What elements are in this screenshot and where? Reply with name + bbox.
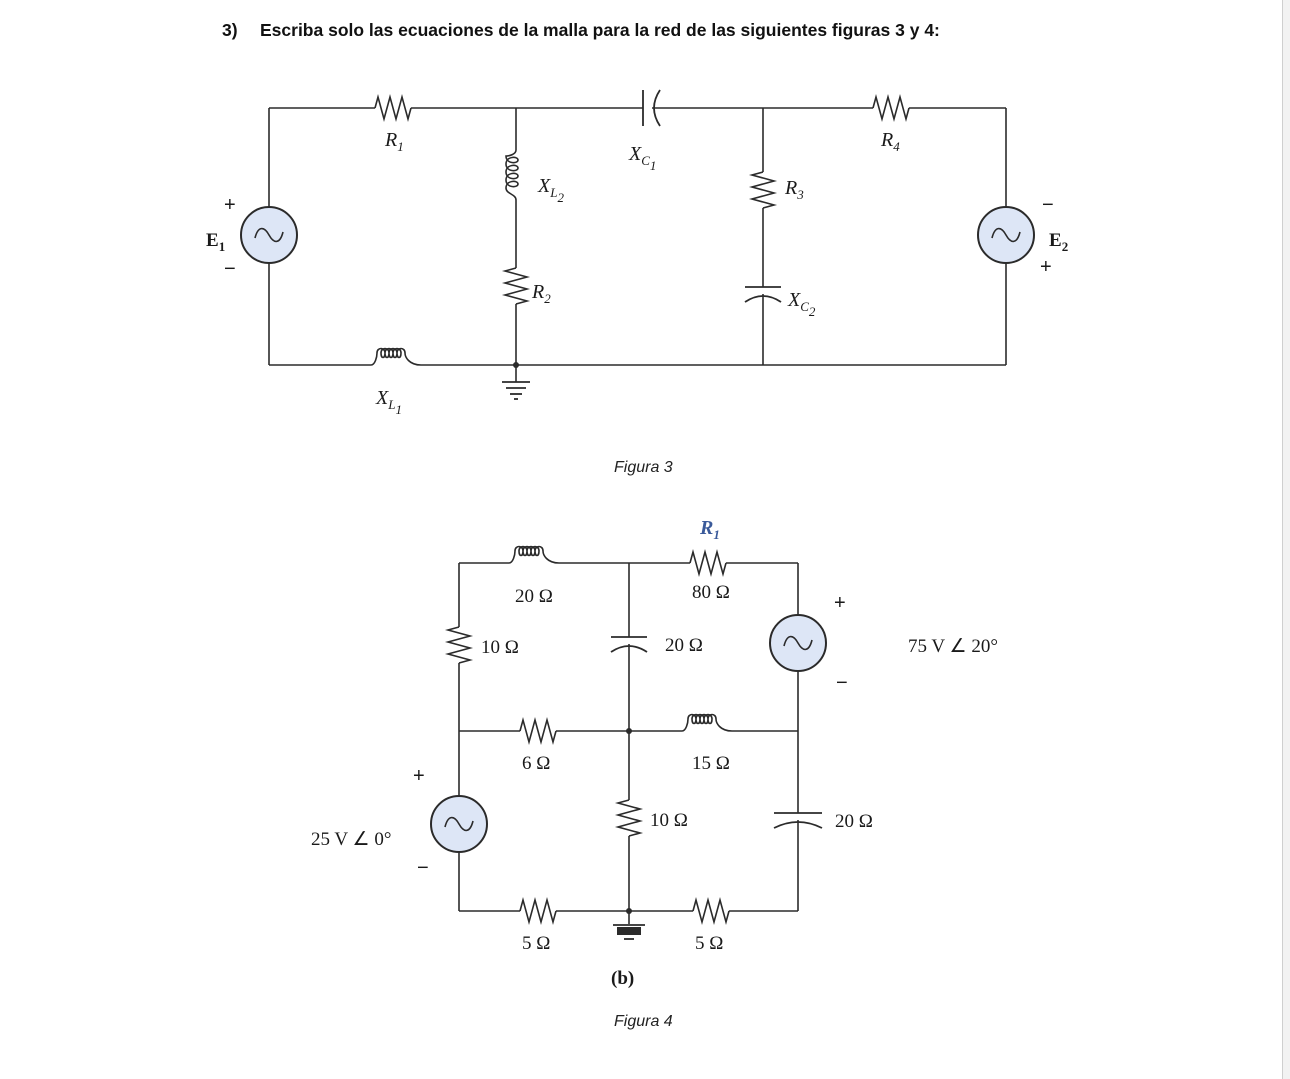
question-text: Escriba solo las ecuaciones de la malla … [260,20,940,40]
fig4-l-top-label: 20 Ω [515,586,553,607]
fig3-r2-label: R2 [531,281,551,306]
fig4-ground-icon [613,924,645,940]
fig4-src-right-label: 75 V ∠ 20° [908,636,998,657]
fig3-e1-plus: + [224,194,236,216]
fig4-10ohm-resistor-center [617,799,641,837]
fig4-6ohm-resistor [519,719,557,743]
fig3-xl1-inductor [370,347,422,366]
fig4-r-top-label: 80 Ω [692,582,730,603]
fig3-r3-label: R3 [784,177,804,202]
fig3-e2-minus: − [1042,194,1054,216]
fig4-r-center-label: 10 Ω [650,810,688,831]
fig3-xc1-label: XC1 [628,143,656,173]
fig3-node [513,362,519,368]
fig3-r4-label: R4 [880,129,900,154]
figure-4-caption: Figura 4 [614,1013,673,1030]
fig3-e2-label: E2 [1049,230,1068,254]
fig3-xl1-label: XL1 [375,387,402,417]
fig3-ground-icon [502,381,530,400]
fig4-l-mid-label: 15 Ω [692,753,730,774]
sine-icon [783,635,813,651]
fig4-c-right-label: 20 Ω [835,811,873,832]
fig3-r4-resistor [872,96,910,120]
fig3-r1-resistor [374,96,412,120]
question-heading: 3) Escriba solo las ecuaciones de la mall… [222,20,940,41]
fig4-left-minus: − [417,857,429,879]
fig4-src-left-label: 25 V ∠ 0° [311,829,391,850]
fig4-r-mid-label: 6 Ω [522,753,550,774]
fig4-subcaption: (b) [611,968,634,989]
fig3-xl2-inductor [505,149,519,201]
fig4-10ohm-resistor-left [447,626,471,664]
fig4-r-br-label: 5 Ω [695,933,723,954]
question-number: 3) [222,20,238,40]
fig3-e1-minus: − [224,258,236,280]
fig4-15ohm-inductor [681,713,733,732]
fig3-xl2-label: XL2 [537,175,564,205]
figure-4-circuit: R1 20 Ω 80 Ω 10 Ω 20 Ω 6 Ω 15 Ω 10 Ω 20 … [311,517,998,989]
fig3-r1-label: R1 [384,129,404,154]
sine-icon [444,816,474,832]
fig4-left-plus: + [413,765,425,787]
fig4-5ohm-resistor-right [692,899,730,923]
sine-icon [254,227,284,243]
fig4-right-minus: − [836,672,848,694]
fig4-r-bl-label: 5 Ω [522,933,550,954]
fig3-r2-resistor [504,267,528,305]
figure-3-circuit: R1 XC1 R4 XL2 R2 R3 XC2 XL1 E1 E2 + − − … [206,89,1068,417]
fig3-e1-label: E1 [206,230,225,254]
sine-icon [991,227,1021,243]
fig4-right-plus: + [834,592,846,614]
scroll-gutter[interactable] [1283,0,1290,1079]
fig3-e2-plus: + [1040,256,1052,278]
figure-3-caption: Figura 3 [614,459,673,476]
fig4-r-left-label: 10 Ω [481,637,519,658]
fig3-xc2-label: XC2 [787,289,816,319]
fig4-c-mid-label: 20 Ω [665,635,703,656]
fig4-5ohm-resistor-left [519,899,557,923]
fig3-r3-resistor [751,171,775,209]
fig4-r1-label: R1 [699,517,720,542]
fig4-r1-80ohm-resistor [689,551,727,575]
fig4-20ohm-inductor-top [508,545,560,564]
